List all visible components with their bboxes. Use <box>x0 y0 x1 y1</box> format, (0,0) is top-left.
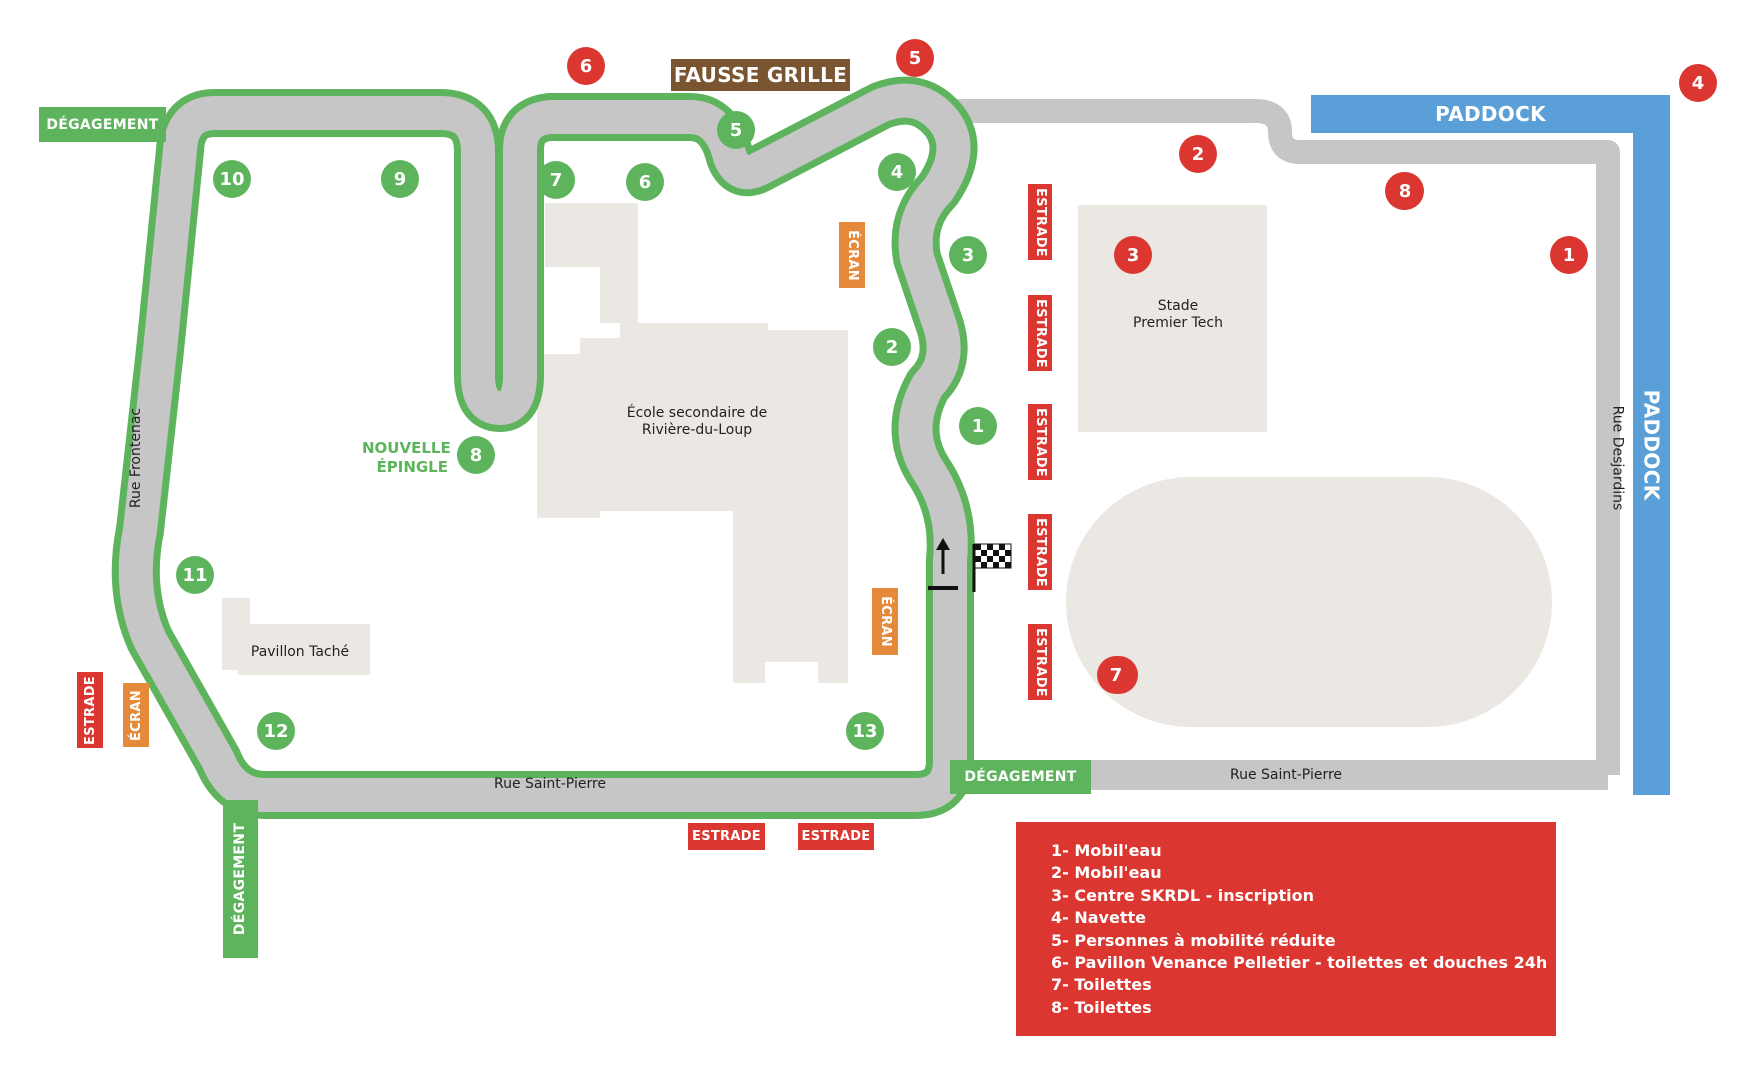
legend-item: 8- Toilettes <box>1051 997 1152 1017</box>
paddock-top-zone: PADDOCK <box>1311 95 1670 133</box>
ecole-line1: École secondaire de <box>626 405 768 421</box>
service-roads <box>935 99 1620 790</box>
service-marker: 8 <box>1386 172 1424 210</box>
legend-item: 4- Navette <box>1051 908 1146 928</box>
turn-marker: 7 <box>537 161 575 199</box>
ecran-screen: ÉCRAN <box>872 588 898 655</box>
degagement-bottom-mid: DÉGAGEMENT <box>950 760 1091 794</box>
stade-line1: Stade <box>1157 298 1199 314</box>
street-rue-saint-pierre: Rue Saint-Pierre <box>494 776 607 792</box>
nouvelle-epingle-line1: NOUVELLE <box>362 439 451 457</box>
turn-marker: 9 <box>381 160 419 198</box>
turn-marker: 12 <box>257 712 295 750</box>
legend-item: 3- Centre SKRDL - inscription <box>1051 885 1315 905</box>
turn-marker: 8 <box>457 436 495 474</box>
legend-item: 2- Mobil'eau <box>1051 863 1162 883</box>
legend-item: 6- Pavillon Venance Pelletier - toilette… <box>1051 953 1548 973</box>
paddock-right-zone: PADDOCK <box>1633 95 1670 795</box>
turn-marker: 4 <box>878 153 916 191</box>
legend-list: 1- Mobil'eau 2- Mobil'eau 3- Centre SKRD… <box>1016 822 1556 1019</box>
buildings <box>222 203 1552 727</box>
estrade-stand: ESTRADE <box>1028 624 1052 700</box>
stade-label: Stade Premier Tech <box>1098 298 1258 332</box>
degagement-bottom-left: DÉGAGEMENT <box>223 800 258 958</box>
legend-item: 1- Mobil'eau <box>1051 841 1162 860</box>
street-rue-frontenac: Rue Frontenac <box>128 407 145 509</box>
pavillon-building <box>222 598 370 675</box>
estrade-stand: ESTRADE <box>1028 184 1052 260</box>
service-marker: 5 <box>896 39 934 77</box>
turn-marker: 3 <box>949 236 987 274</box>
nouvelle-epingle-label: NOUVELLE ÉPINGLE <box>362 439 451 477</box>
stadium-building <box>1078 205 1267 432</box>
legend-item: 5- Personnes à mobilité réduite <box>1051 930 1336 950</box>
turn-marker: 11 <box>176 556 214 594</box>
race-track <box>111 76 978 819</box>
pavillon-tache-label: Pavillon Taché <box>250 644 350 660</box>
nouvelle-epingle-line2: ÉPINGLE <box>376 458 449 476</box>
checkered-flag-icon <box>972 543 1012 592</box>
turn-marker: 10 <box>213 160 251 198</box>
street-rue-desjardins: Rue Desjardins <box>1609 405 1626 511</box>
service-marker: 1 <box>1550 236 1588 274</box>
degagement-top-left: DÉGAGEMENT <box>39 107 166 142</box>
service-marker: 4 <box>1679 64 1717 102</box>
legend-item: 7- Toilettes <box>1051 975 1152 995</box>
turn-marker: 1 <box>959 407 997 445</box>
ecole-secondaire-label: École secondaire de Rivière-du-Loup <box>597 405 797 439</box>
service-marker: 6 <box>567 47 605 85</box>
start-arrow-icon <box>936 538 950 574</box>
turn-marker: 5 <box>717 111 755 149</box>
estrade-stand: ESTRADE <box>798 823 874 850</box>
street-rue-saint-pierre: Rue Saint-Pierre <box>1230 767 1343 783</box>
turn-marker: 6 <box>626 163 664 201</box>
estrade-stand: ESTRADE <box>1028 514 1052 590</box>
estrade-stand: ESTRADE <box>1028 295 1052 371</box>
turn-marker: 13 <box>846 712 884 750</box>
oval-track <box>1066 477 1552 727</box>
estrade-stand: ESTRADE <box>688 823 765 850</box>
legend-box: 1- Mobil'eau 2- Mobil'eau 3- Centre SKRD… <box>1016 822 1556 1036</box>
service-marker: 7 <box>1097 656 1135 694</box>
fausse-grille-label: FAUSSE GRILLE <box>671 59 850 91</box>
estrade-stand: ESTRADE <box>77 672 103 748</box>
ecran-screen: ÉCRAN <box>839 222 865 288</box>
stade-line2: Premier Tech <box>1133 315 1223 331</box>
service-marker: 2 <box>1179 135 1217 173</box>
ecran-screen: ÉCRAN <box>123 683 149 747</box>
turn-marker: 2 <box>873 328 911 366</box>
ecole-line2: Rivière-du-Loup <box>641 422 753 438</box>
service-marker: 3 <box>1114 236 1152 274</box>
estrade-stand: ESTRADE <box>1028 404 1052 480</box>
school-building <box>537 203 848 683</box>
